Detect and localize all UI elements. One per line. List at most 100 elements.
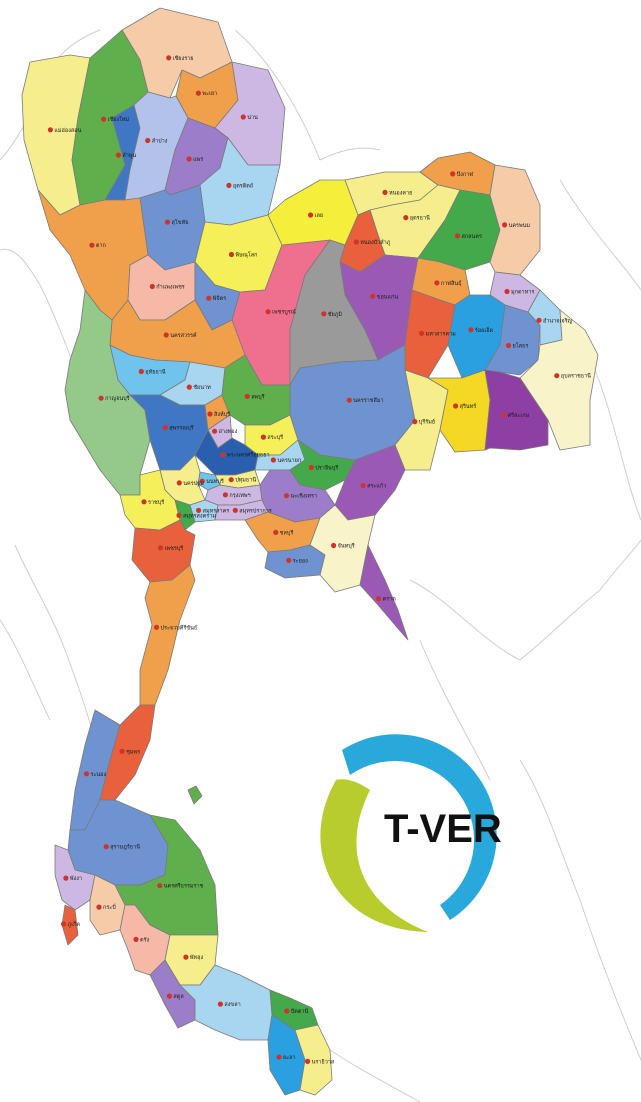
province-label-ang-thong: อ่างทอง [219,429,238,435]
province-label-songkhla: สงขลา [224,1001,240,1008]
province-marker-phichit [206,295,212,301]
province-marker-udon-thani [403,215,409,221]
province-label-ayutthaya: พระนครศรีอยุธยา [227,452,270,459]
province-marker-samut-prakan [232,507,238,513]
province-label-nong-khai: หนองคาย [389,190,412,196]
province-chaiyaphum[interactable] [289,239,379,386]
province-label-chaiyaphum: ชัยภูมิ [328,311,343,318]
province-label-lamphun: ลำพูน [122,152,136,159]
province-marker-phetchabun [265,309,271,315]
province-marker-phatthalung [183,954,189,960]
province-sisaket[interactable] [484,369,549,451]
province-label-satun: สตูล [173,993,183,1000]
province-label-kamphaeng-phet: กำแพงเพชร [156,284,185,291]
province-label-maha-sarakham: มหาสารคาม [426,330,457,337]
province-phetchaburi[interactable] [131,519,196,583]
province-label-phuket: ภูเก็ต [68,920,81,928]
province-label-mae-hong-son: แม่ฮ่องสอน [54,127,81,134]
province-label-nakhon-sawan: นครสวรรค์ [170,332,197,339]
province-marker-kamphaeng-phet [149,283,155,290]
province-marker-pathum-thani [228,477,234,483]
t-ver-logo: T-VER [320,734,502,932]
province-label-uthai-thani: อุทัยธานี [145,369,166,376]
province-marker-roi-et [468,327,474,333]
province-marker-trat [376,596,382,602]
province-prachuap[interactable] [139,564,196,706]
province-marker-lopburi [244,393,250,399]
province-label-surin: สุรินทร์ [460,403,477,410]
province-marker-surin [453,403,459,409]
province-trat[interactable] [359,544,409,641]
province-label-nan: น่าน [247,115,258,121]
province-marker-sa-kaeo [360,483,366,489]
province-marker-nakhon-nayok [270,457,276,463]
province-marker-prachinburi [308,464,314,471]
province-marker-lampang [145,137,151,144]
province-label-roi-et: ร้อยเอ็ด [475,326,494,334]
province-marker-chanthaburi [331,542,337,549]
province-marker-pattani [284,1008,290,1014]
province-label-nakhon-nayok: นครนายก [277,458,301,464]
province-marker-nan [240,114,246,120]
province-label-yala: ยะลา [283,1055,296,1061]
province-label-sa-kaeo: สระแก้ว [367,483,386,490]
province-label-saraburi: สระบุรี [267,434,283,441]
province-marker-ayutthaya [220,452,226,458]
province-label-kalasin: กาฬสินธุ์ [441,280,462,287]
province-marker-maha-sarakham [419,330,425,336]
province-marker-chonburi [273,529,279,536]
province-marker-tak [89,242,95,248]
province-label-uttaradit: อุตรดิตถ์ [233,182,253,189]
province-marker-phuket [61,921,67,927]
province-nakhon-phanom[interactable] [489,164,541,276]
province-label-kanchanaburi: กาญจนบุรี [105,395,130,402]
province-marker-chachoengsao [283,493,290,499]
province-label-phitsanulok: พิษณุโลก [235,251,257,259]
province-marker-ratchaburi [141,499,147,505]
province-marker-yala [276,1054,282,1060]
province-marker-nakhon-phanom [502,222,508,228]
province-label-phetchabun: เพชรบูรณ์ [272,309,296,316]
province-label-mukdahan: มุกดาหาร [511,290,534,296]
province-marker-nakhon-si-thammarat [157,883,163,889]
province-label-chonburi: ชลบุรี [280,529,294,536]
province-loei[interactable] [267,179,359,246]
province-marker-lamphun [115,152,121,158]
province-marker-nong-bua-lamphu [353,239,359,245]
province-label-chumphon: ชุมพร [126,748,140,755]
province-marker-phitsanulok [228,251,235,258]
province-marker-suphan-buri [162,424,168,431]
neighbor-borders [0,29,641,1102]
province-label-nakhon-si-thammarat: นครศรีธรรมราช [164,883,204,890]
province-marker-nakhon-sawan [163,332,169,338]
province-label-sisaket: ศรีสะเกษ [508,412,530,419]
province-label-amnat-charoen: อำนาจเจริญ [543,317,573,324]
province-marker-samut-songkhram [176,512,182,519]
province-label-chiang-mai: เชียงใหม่ [108,116,130,123]
province-label-sakon-nakhon: สกลนคร [462,233,482,240]
province-label-udon-thani: อุดรธานี [410,215,430,222]
province-marker-kanchanaburi [98,395,104,401]
province-marker-samut-sakhon [196,507,202,513]
province-label-bangkok: กรุงเทพฯ [229,492,250,499]
province-label-pathum-thani: ปทุมธานี [235,477,256,484]
province-label-buriram: บุรีรัมย์ [419,419,435,426]
province-label-phayao: พะเยา [202,91,217,97]
province-label-chiang-rai: เชียงราย [173,55,194,62]
province-marker-sisaket [501,412,507,418]
province-lopburi[interactable] [221,354,291,426]
province-ubon-ratchathani[interactable] [519,309,599,451]
province-narathiwat[interactable] [294,1024,333,1096]
island-koh-samui [187,785,203,805]
province-marker-amnat-charoen [536,317,542,323]
logo-blue-arc-icon [342,734,497,920]
province-marker-khon-kaen [370,293,376,299]
province-marker-ang-thong [212,428,218,434]
province-marker-chiang-rai [166,55,172,61]
province-label-trat: ตราด [383,597,397,603]
province-label-phrae: แพร่ [193,157,203,163]
province-label-loei: เลย [315,213,323,219]
province-label-surat-thani: สุราษฎร์ธานี [110,844,140,851]
province-label-sukhothai: สุโขทัย [172,218,189,226]
